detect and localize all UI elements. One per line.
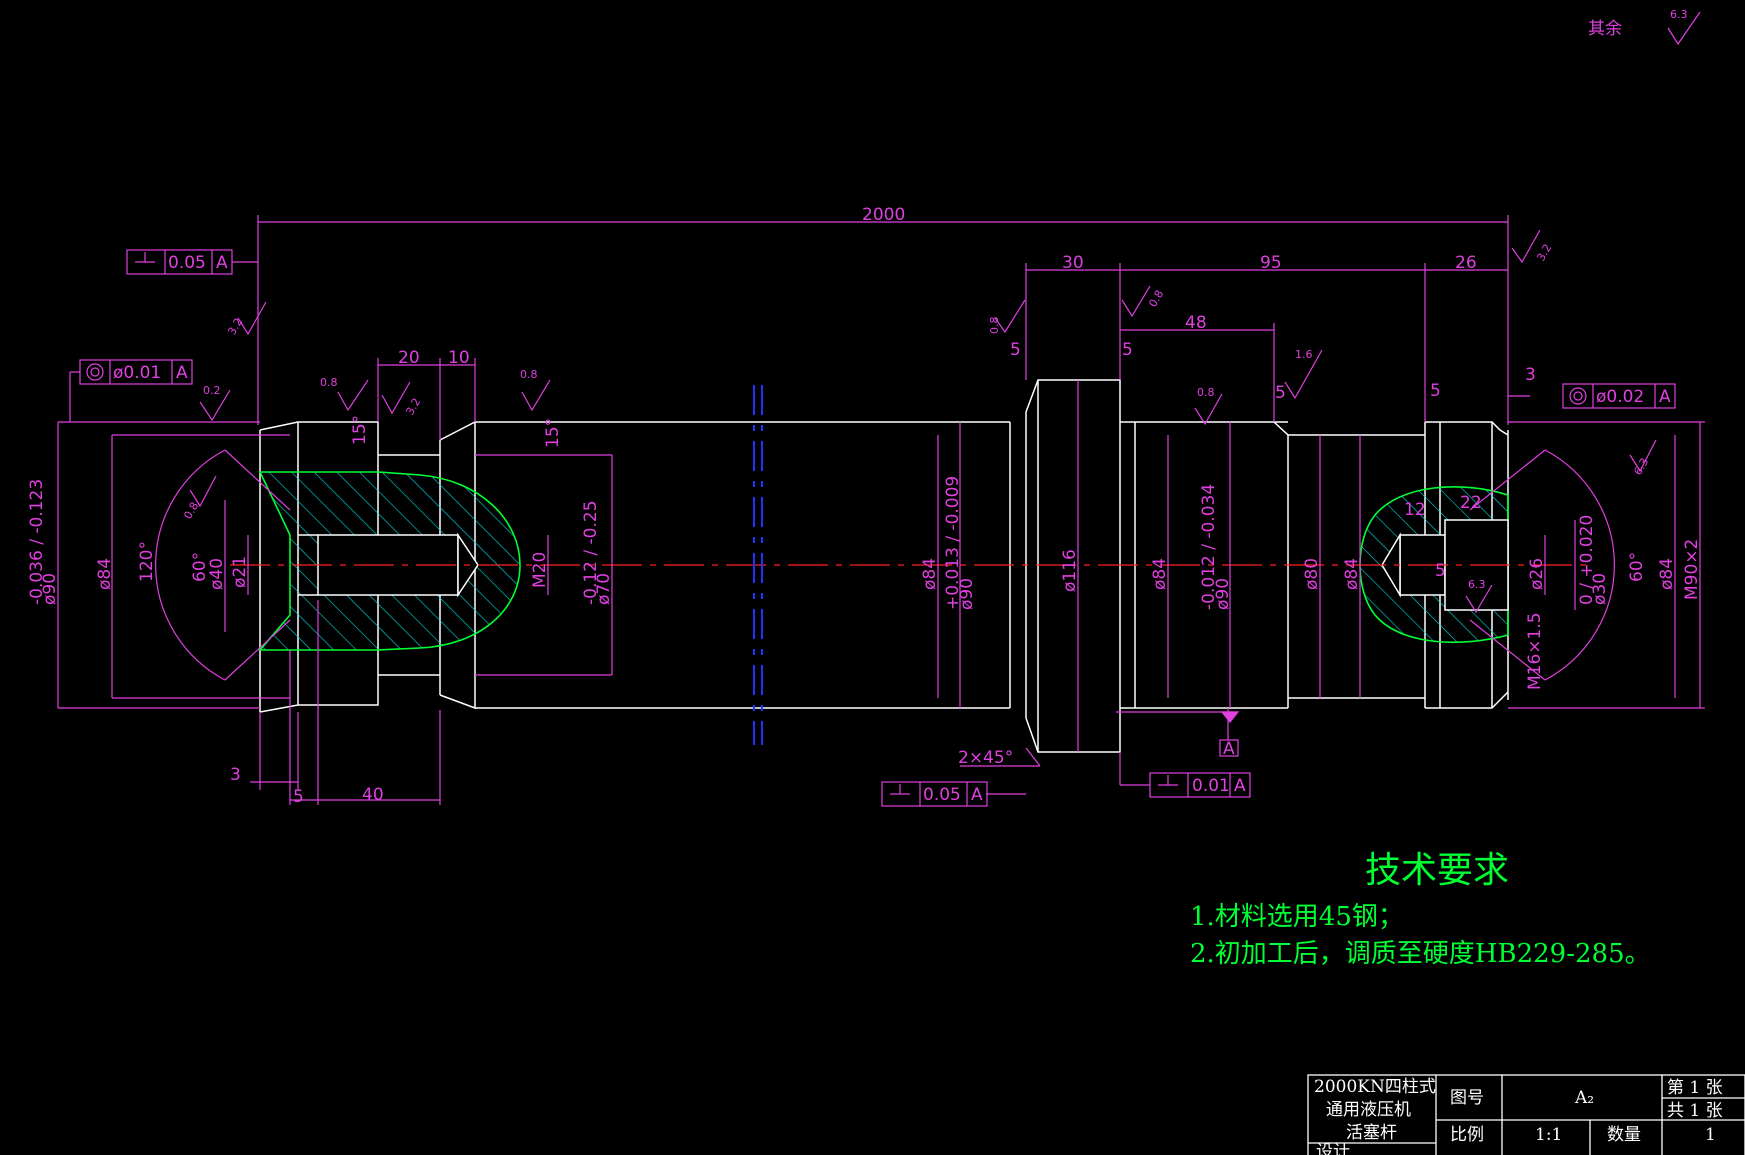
dim-phi30: ø30	[1590, 573, 1610, 605]
tb-qty: 1	[1705, 1125, 1716, 1145]
dim-phi70-tol: -0.12 / -0.25	[581, 500, 601, 605]
dim-5-inner: 5	[1435, 561, 1446, 581]
tol-perp-bottom1-value: 0.05	[923, 785, 961, 805]
tb-scale-label: 比例	[1450, 1125, 1484, 1145]
angle-60-left: 60°	[190, 552, 210, 582]
tolerance-frames	[79, 249, 1676, 807]
dim-22: 22	[1460, 493, 1482, 513]
tech-item-1: 1.材料选用45钢；	[1190, 902, 1404, 932]
dim-phi90-left: ø90	[40, 573, 60, 605]
angle-15-left: 15°	[350, 415, 370, 445]
tol-conc-right-datum: A	[1659, 387, 1671, 407]
dim-5-bottom: 5	[293, 787, 304, 807]
dim-phi84-c: ø84	[1150, 558, 1170, 590]
dim-5-a: 5	[1010, 340, 1021, 360]
dim-phi40: ø40	[207, 558, 227, 590]
rough-6-3-b: 6.3	[1631, 456, 1651, 478]
dim-m16: M16×1.5	[1525, 612, 1545, 690]
dim-phi30-tol: 0 / +0.020	[1577, 515, 1597, 605]
rough-3-2-a: 3.2	[1534, 242, 1554, 264]
rough-6-3-a: 6.3	[1468, 578, 1486, 591]
dim-40: 40	[362, 785, 384, 805]
dim-phi84-right: ø84	[1657, 558, 1677, 590]
tol-perp-bottom2-datum: A	[1234, 776, 1246, 796]
dim-chamfer: 2×45°	[958, 748, 1013, 768]
tol-conc-left-value: ø0.01	[113, 363, 161, 383]
tol-perp-bottom1-datum: A	[971, 785, 983, 805]
tb-sheet: 第 1 张	[1667, 1078, 1723, 1098]
tol-conc-right-value: ø0.02	[1596, 387, 1644, 407]
dimension-lines	[57, 215, 1705, 805]
title-block: 2000KN四柱式 通用液压机 活塞杆 设计 图号 A₂ 第 1 张 共 1 张…	[1307, 1074, 1745, 1155]
dim-48: 48	[1185, 313, 1207, 333]
rough-0-8-b: 0.8	[520, 368, 538, 381]
dim-3-right: 3	[1525, 365, 1536, 385]
left-section-hatch	[258, 471, 521, 651]
dim-95: 95	[1260, 253, 1282, 273]
dim-phi84-mid: ø84	[920, 558, 940, 590]
dim-m20: M20	[530, 552, 550, 588]
rough-3-2-b: 3.2	[225, 316, 245, 338]
tech-item-2: 2.初加工后，调质至硬度HB229-285。	[1190, 939, 1651, 969]
tech-title: 技术要求	[1365, 850, 1509, 891]
tol-conc-left-datum: A	[176, 363, 188, 383]
tb-name-1: 2000KN四柱式	[1314, 1077, 1436, 1097]
dim-phi80: ø80	[1302, 558, 1322, 590]
tb-qty-label: 数量	[1607, 1125, 1641, 1145]
dim-3-left: 3	[230, 765, 241, 785]
tol-perp-bottom2-value: 0.01	[1192, 776, 1230, 796]
dim-5-b: 5	[1122, 340, 1133, 360]
tol-perp-top-value: 0.05	[168, 253, 206, 273]
rough-1-6: 1.6	[1295, 348, 1313, 361]
tb-name-3: 活塞杆	[1346, 1123, 1397, 1143]
dim-12: 12	[1404, 500, 1426, 520]
roughness-other-label: 其余	[1588, 19, 1622, 39]
dim-phi90-c: ø90	[1213, 578, 1233, 610]
dim-phi90-c-tol: -0.012 / -0.034	[1199, 484, 1219, 610]
dimension-texts: 其余 6.3 2000 30 95 26 48 20 10 5 5 5 5 3 …	[27, 8, 1702, 807]
rough-0-8-a: 0.8	[320, 376, 338, 389]
dim-phi84-left: ø84	[95, 558, 115, 590]
dim-m90: M90×2	[1682, 539, 1702, 600]
rough-0-8-d: 0.8	[1146, 288, 1166, 310]
dim-5-c: 5	[1275, 383, 1286, 403]
datum-label: A	[1223, 739, 1235, 759]
angle-120: 120°	[137, 541, 157, 582]
dim-10: 10	[448, 348, 470, 368]
dim-30: 30	[1062, 253, 1084, 273]
roughness-other-value: 6.3	[1670, 8, 1688, 21]
angle-15-right: 15°	[543, 418, 563, 448]
tb-drawing-no-label: 图号	[1450, 1088, 1484, 1108]
rough-0-8-c: 0.8	[988, 317, 1001, 335]
dim-phi90-left-tol: -0.036 / -0.123	[27, 479, 47, 605]
technical-requirements: 技术要求 1.材料选用45钢； 2.初加工后，调质至硬度HB229-285。	[1190, 850, 1651, 969]
dim-phi90-b-tol: +0.013 / -0.009	[943, 476, 963, 610]
rough-3-2-c: 3.2	[403, 396, 423, 418]
tb-scale: 1:1	[1535, 1125, 1562, 1145]
roughness-symbols	[189, 11, 1701, 757]
dim-26: 26	[1455, 253, 1477, 273]
dim-phi116: ø116	[1060, 549, 1080, 592]
dim-5-d: 5	[1430, 381, 1441, 401]
tb-total: 共 1 张	[1667, 1101, 1723, 1121]
rough-0-8-e: 0.8	[1197, 386, 1215, 399]
dim-phi90-b: ø90	[957, 578, 977, 610]
dim-phi21: ø21	[230, 556, 250, 588]
tol-perp-top-datum: A	[216, 253, 228, 273]
dim-2000: 2000	[862, 205, 905, 225]
rough-0-2: 0.2	[203, 384, 221, 397]
dim-phi70: ø70	[594, 573, 614, 605]
tb-drawing-no: A₂	[1574, 1088, 1594, 1108]
angle-60-right: 60°	[1627, 552, 1647, 582]
dim-phi26: ø26	[1527, 558, 1547, 590]
dim-20: 20	[398, 348, 420, 368]
dim-phi84-d: ø84	[1342, 558, 1362, 590]
tb-name-2: 通用液压机	[1326, 1100, 1411, 1120]
tb-designer: 设计	[1316, 1142, 1350, 1155]
break-lines	[753, 385, 763, 745]
